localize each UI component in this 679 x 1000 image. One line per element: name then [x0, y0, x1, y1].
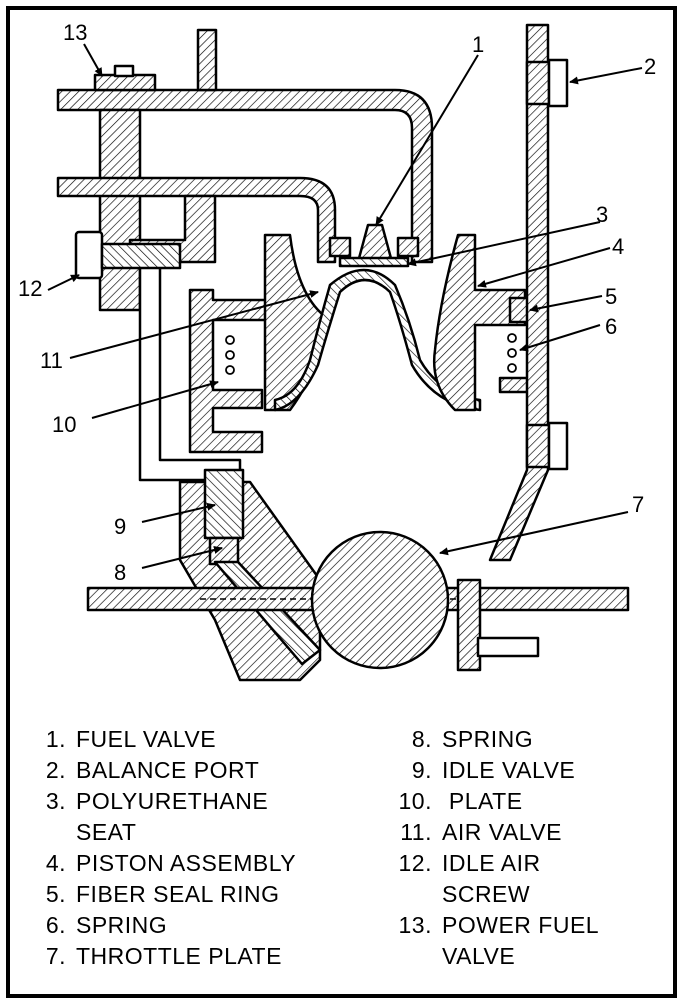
- diagram-frame: [6, 6, 677, 998]
- leader-7: [439, 511, 629, 556]
- leader-12: [47, 274, 80, 291]
- right-lower-foot: [476, 636, 540, 658]
- fiber-seal-ring: [508, 296, 530, 324]
- idle-air-screw-shaft: [100, 242, 182, 270]
- idle-valve-spring: [208, 536, 240, 566]
- callout-3: 3: [596, 202, 608, 227]
- callout-8: 8: [114, 560, 126, 585]
- callout-10: 10: [52, 412, 76, 437]
- idle-valve: [203, 468, 245, 540]
- leader-2: [569, 67, 643, 85]
- leader-5: [529, 295, 603, 313]
- power-fuel-valve-stem: [98, 108, 142, 312]
- callout-2: 2: [644, 54, 656, 79]
- fuel-valve: [356, 223, 394, 264]
- lower-right-screw: [525, 423, 551, 469]
- leader-9: [141, 502, 216, 523]
- right-piston: [433, 233, 527, 412]
- right-spring: [507, 333, 517, 373]
- callout-1: 1: [472, 32, 484, 57]
- idle-air-screw-head: [74, 230, 104, 280]
- leader-11: [69, 290, 319, 359]
- leader-1: [375, 54, 479, 226]
- callout-5: 5: [605, 284, 617, 309]
- leader-10: [91, 380, 219, 419]
- leader-8: [141, 546, 223, 569]
- polyurethane-seat: [338, 256, 410, 268]
- callout-12: 12: [18, 276, 42, 301]
- diaphragm: [273, 268, 482, 412]
- leader-3: [407, 221, 601, 267]
- callout-4: 4: [612, 234, 624, 259]
- callout-7: 7: [632, 492, 644, 517]
- balance-port-screw-head: [547, 58, 569, 108]
- power-fuel-valve-knob: [113, 64, 135, 78]
- upper-passage-body: [56, 88, 434, 264]
- seat-left-lip: [328, 236, 352, 258]
- leader-4: [477, 247, 611, 288]
- top-stub: [196, 28, 218, 92]
- callout-9: 9: [114, 514, 126, 539]
- balance-port-screw: [525, 60, 551, 106]
- right-lower-block: [456, 578, 482, 672]
- leader-13: [83, 43, 103, 77]
- leader-6: [519, 324, 601, 352]
- seat-right-lip: [396, 236, 420, 258]
- lower-right-screw-head: [547, 421, 569, 471]
- left-spring: [225, 335, 235, 375]
- left-wall: [188, 288, 270, 454]
- throttle-plate: [310, 530, 450, 670]
- callout-labels: 1 2 3 4 5 6 7 8 9 10 11 12 13: [18, 20, 656, 585]
- right-spring-seat: [498, 376, 530, 394]
- callout-11: 11: [40, 348, 63, 373]
- callout-6: 6: [605, 314, 617, 339]
- callout-13: 13: [63, 20, 87, 45]
